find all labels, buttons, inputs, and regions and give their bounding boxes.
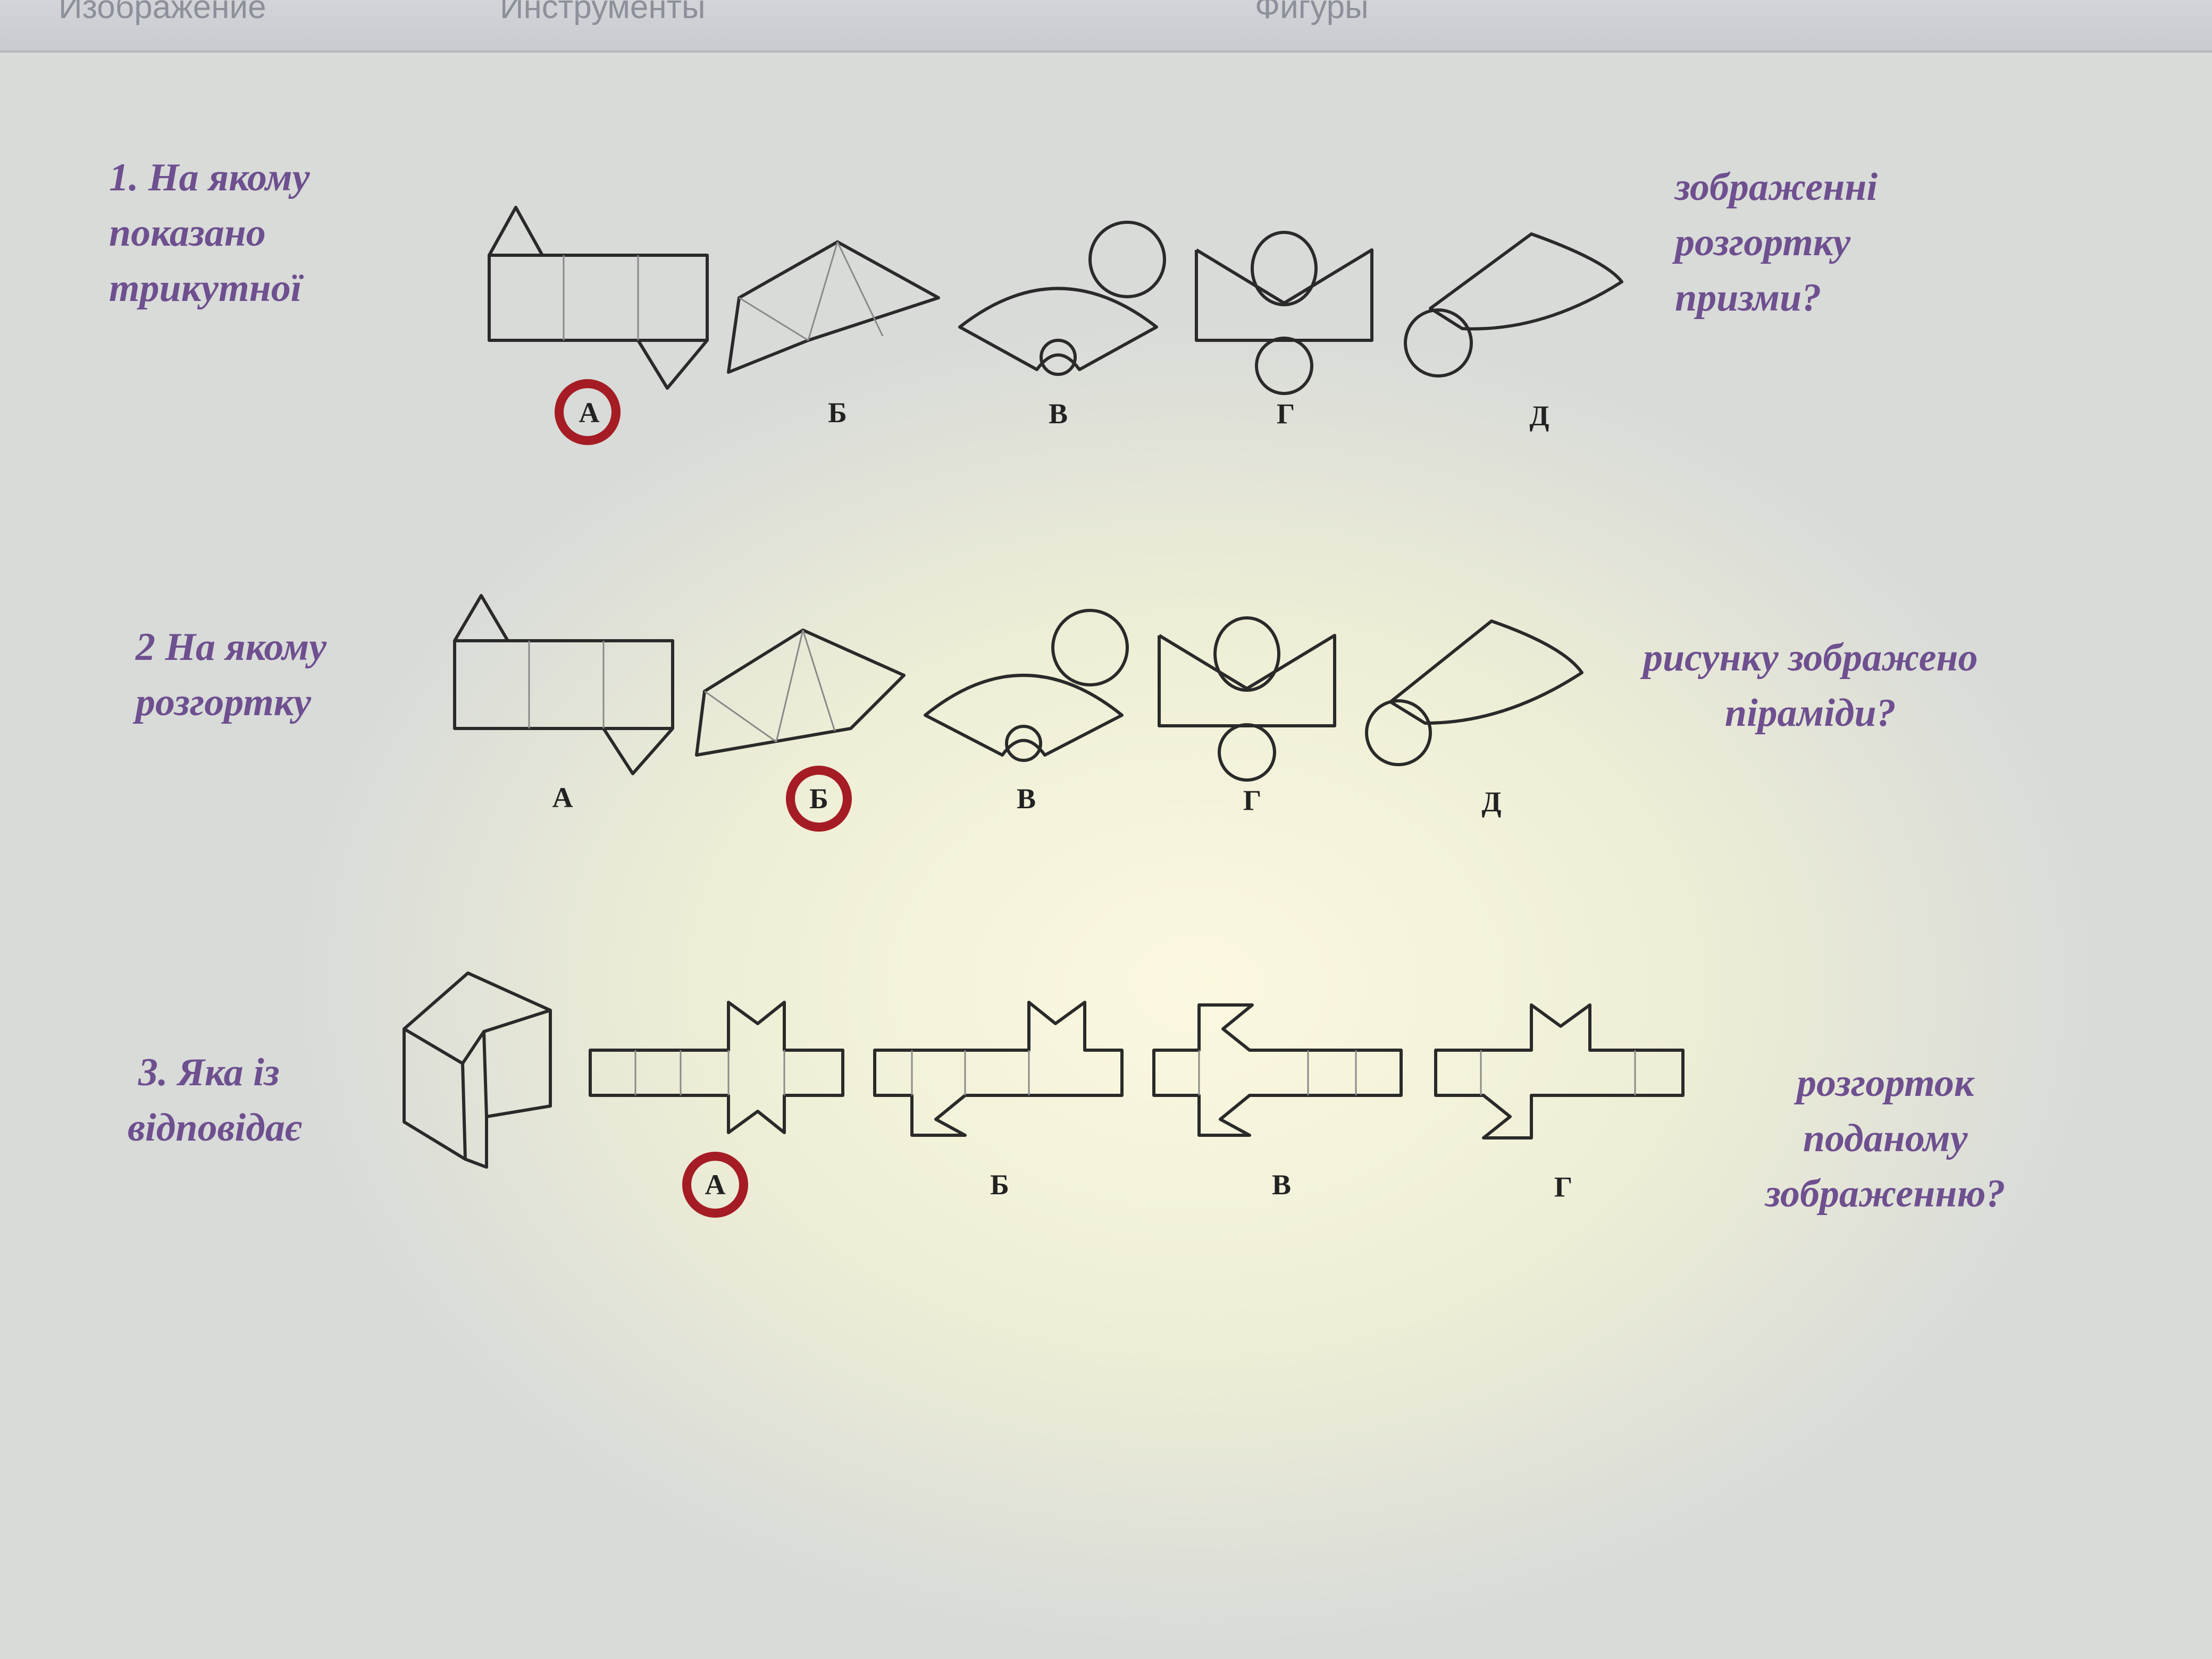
window-menu-bar: Изображение Инструменты Фигуры [0,0,2212,53]
q2-net-cylinder [1158,616,1336,782]
q1-option-g[interactable]: Г [1276,398,1295,430]
q2-answer-circle [786,766,852,832]
q1-option-v[interactable]: В [1048,398,1068,430]
q3-net-a [589,1001,844,1134]
q3-net-b [873,1001,1124,1137]
q1-net-cone [1404,232,1623,378]
q1-net-cone-sector [958,221,1166,376]
q2-option-a[interactable]: А [552,782,573,814]
q2-net-cone-sector [924,609,1129,762]
question-3-text-left: 3. Яка із відповідає [128,1051,301,1150]
q1-net-cylinder [1195,231,1373,395]
q1-net-pyramid [727,240,940,374]
q2-net-pyramid [695,629,906,757]
q3-option-b[interactable]: Б [990,1169,1009,1201]
q3-solid-figure [403,971,552,1169]
q2-net-cone [1365,619,1583,766]
question-1-text-right: зображенні розгортку призми? [1675,165,1878,320]
q1-answer-circle [555,379,621,445]
menu-image[interactable]: Изображение [58,0,266,26]
q3-option-v[interactable]: В [1271,1169,1292,1201]
menu-tools[interactable]: Инструменты [500,0,706,26]
question-1-text-left: 1. На якому показано трикутної [109,156,310,310]
q3-net-d [1434,1003,1685,1139]
q2-net-triangular-prism [453,594,674,775]
menu-shapes[interactable]: Фигуры [1255,0,1369,26]
q2-option-d[interactable]: Д [1481,786,1502,818]
q2-option-v[interactable]: В [1016,783,1036,815]
q1-option-d[interactable]: Д [1529,400,1549,432]
q3-answer-circle [682,1152,748,1218]
q1-option-b[interactable]: Б [828,397,847,429]
q2-option-g[interactable]: Г [1243,784,1262,816]
q3-net-c [1152,1003,1403,1137]
question-2-text-right: рисунку зображено піраміди? [1643,636,1978,735]
q1-net-triangular-prism [488,206,709,390]
q3-option-g[interactable]: Г [1554,1171,1573,1203]
question-2-text-left: 2 На якому розгортку [136,625,327,724]
question-3-text-right: розгорток поданому зображенню? [1765,1061,2006,1216]
